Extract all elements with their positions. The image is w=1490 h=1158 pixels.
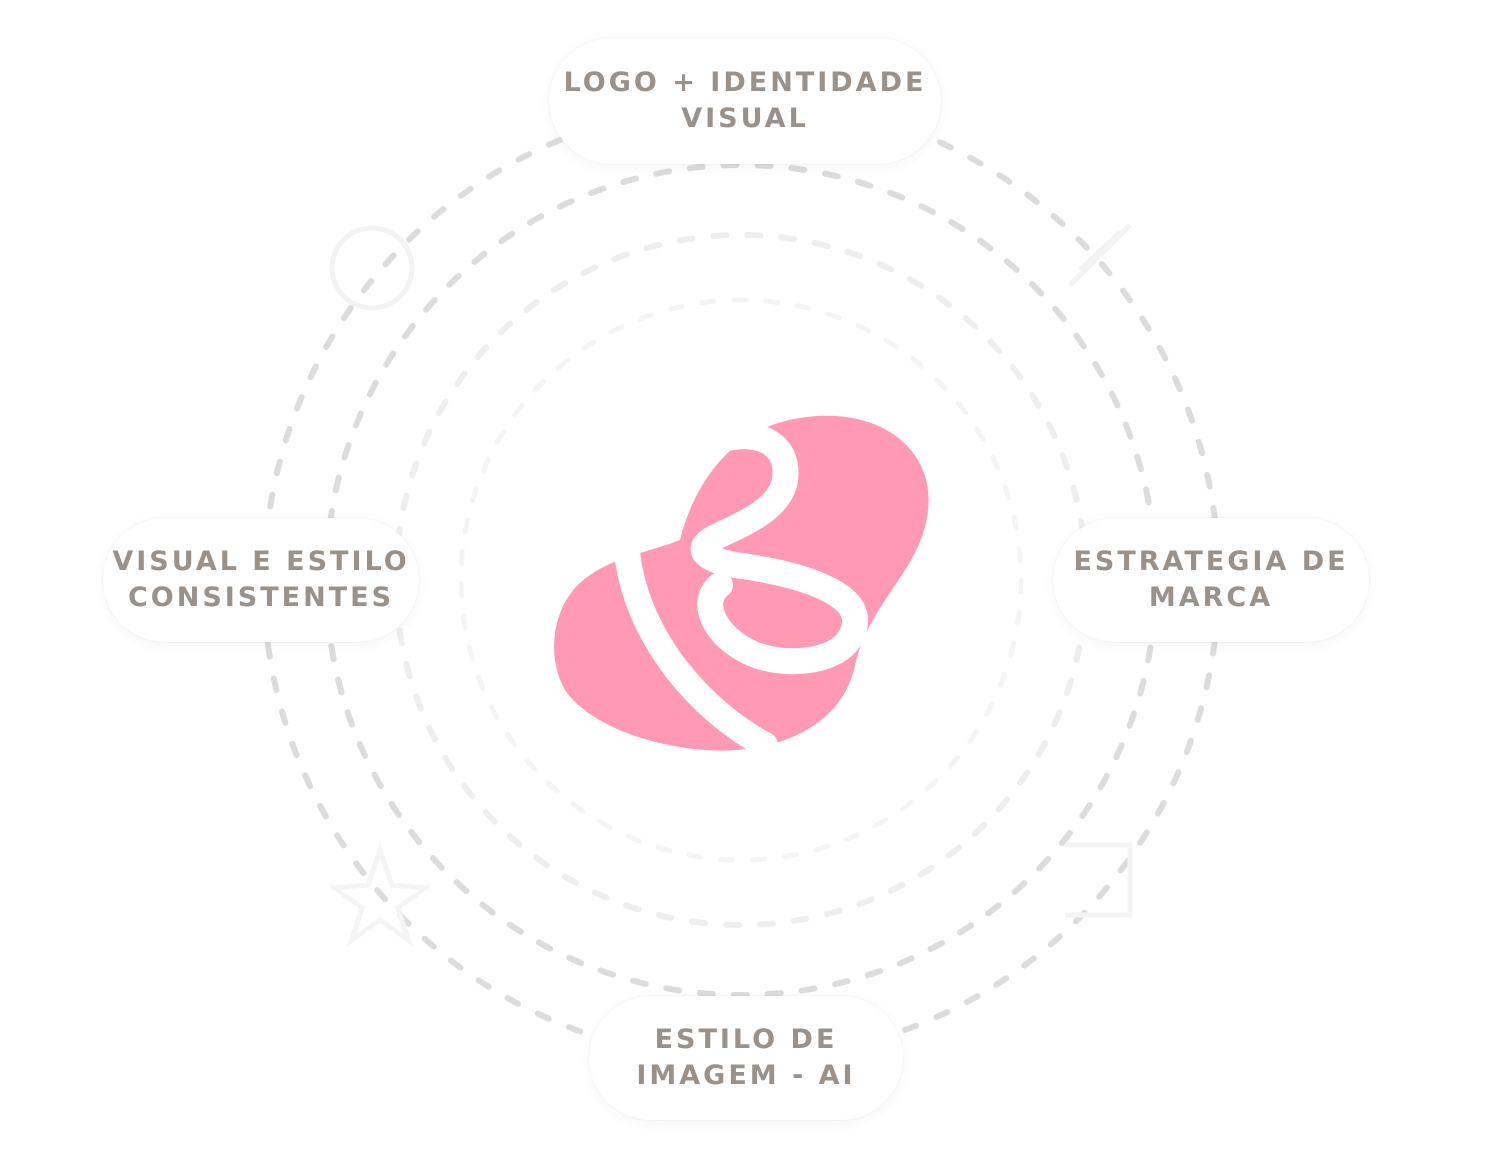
faint-decor-top-left — [329, 225, 415, 311]
faint-decor-bottom-right — [1065, 842, 1133, 918]
node-label-bottom: ESTILO DE IMAGEM - AI — [636, 1024, 856, 1091]
faint-decor-top-right — [1068, 223, 1132, 287]
logo-letter-b — [614, 423, 869, 758]
node-logo-identidade-visual: LOGO + IDENTIDADE VISUAL — [549, 38, 941, 164]
node-label-top: LOGO + IDENTIDADE VISUAL — [563, 67, 927, 134]
center-logo — [554, 415, 929, 758]
logo-blob — [554, 415, 929, 751]
outer-arc-top-left — [261, 137, 563, 648]
node-estrategia-de-marca: ESTRATEGIA DE MARCA — [1053, 518, 1369, 642]
node-label-left: VISUAL E ESTILO CONSISTENTES — [112, 546, 410, 613]
node-visual-e-estilo-consistentes: VISUAL E ESTILO CONSISTENTES — [103, 518, 419, 642]
faint-decor-bottom-left — [328, 842, 432, 947]
node-label-right: ESTRATEGIA DE MARCA — [1073, 546, 1349, 613]
orbit-circle-3 — [458, 297, 1024, 863]
node-estilo-de-imagem-ai: ESTILO DE IMAGEM - AI — [589, 996, 903, 1120]
